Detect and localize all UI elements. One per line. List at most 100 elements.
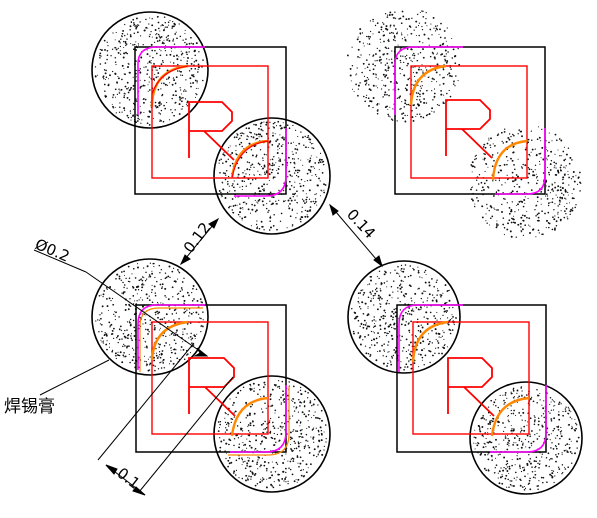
paste-dot bbox=[245, 202, 248, 205]
paste-dot bbox=[279, 425, 282, 428]
paste-dot bbox=[154, 292, 157, 294]
paste-dot bbox=[519, 437, 521, 440]
paste-dot bbox=[370, 279, 372, 282]
paste-dot bbox=[136, 300, 138, 302]
paste-dot bbox=[127, 265, 130, 268]
paste-dot bbox=[402, 112, 405, 115]
paste-dot bbox=[387, 333, 389, 335]
paste-dot bbox=[378, 277, 380, 280]
paste-dot bbox=[545, 227, 547, 229]
paste-dot bbox=[287, 420, 289, 423]
dim-label-diameter: Ø0.2 bbox=[32, 235, 72, 266]
paste-dot bbox=[119, 45, 122, 48]
paste-dot bbox=[262, 157, 264, 159]
paste-dot bbox=[179, 99, 181, 101]
paste-dot bbox=[523, 199, 526, 201]
paste-dot bbox=[190, 42, 192, 44]
paste-dot bbox=[505, 463, 508, 466]
paste-dot bbox=[120, 88, 123, 91]
paste-dot bbox=[408, 313, 411, 315]
dim-label-01: 0.1 bbox=[114, 464, 144, 493]
paste-dot bbox=[382, 317, 384, 320]
paste-dot bbox=[512, 180, 514, 183]
paste-dot bbox=[401, 101, 403, 103]
paste-dot bbox=[452, 316, 454, 318]
paste-dot bbox=[101, 330, 103, 333]
paste-dot bbox=[389, 106, 391, 108]
paste-dot bbox=[118, 40, 121, 43]
paste-dot bbox=[428, 281, 431, 284]
paste-dot bbox=[164, 272, 167, 274]
paste-dot bbox=[155, 69, 157, 71]
paste-dot bbox=[557, 170, 560, 173]
paste-dot bbox=[487, 431, 489, 433]
paste-dot bbox=[364, 345, 367, 347]
paste-dot bbox=[506, 397, 508, 399]
paste-dot bbox=[379, 296, 382, 299]
paste-dot bbox=[557, 211, 559, 214]
paste-dot bbox=[302, 459, 304, 462]
paste-dot bbox=[409, 331, 411, 333]
paste-dot bbox=[239, 207, 242, 210]
paste-dot bbox=[359, 28, 362, 31]
paste-dot bbox=[275, 441, 277, 444]
paste-dot bbox=[299, 462, 302, 465]
paste-dot bbox=[156, 357, 159, 359]
paste-dot bbox=[311, 147, 313, 149]
paste-dot bbox=[529, 155, 531, 157]
paste-dot bbox=[150, 59, 152, 62]
paste-dot bbox=[248, 440, 251, 443]
paste-dot bbox=[550, 447, 552, 449]
paste-dot bbox=[239, 137, 241, 140]
paste-dot bbox=[117, 51, 120, 54]
paste-dot bbox=[128, 63, 130, 65]
paste-dot bbox=[523, 429, 526, 432]
paste-dot bbox=[153, 80, 156, 82]
paste-dot bbox=[189, 352, 191, 354]
paste-dot bbox=[189, 335, 192, 338]
paste-dot bbox=[443, 55, 446, 58]
paste-dot bbox=[520, 387, 523, 389]
paste-dot bbox=[492, 143, 494, 145]
paste-dot bbox=[127, 87, 130, 89]
paste-dot bbox=[107, 45, 109, 47]
paste-dot bbox=[104, 72, 107, 75]
paste-dot bbox=[271, 474, 274, 477]
paste-dot bbox=[256, 463, 258, 465]
paste-dot bbox=[101, 312, 103, 314]
paste-dot bbox=[565, 213, 567, 215]
paste-dot bbox=[306, 172, 309, 175]
paste-dot bbox=[277, 478, 280, 481]
paste-dot bbox=[142, 337, 145, 340]
paste-dot bbox=[443, 310, 446, 313]
paste-dot bbox=[168, 344, 171, 346]
paste-dot bbox=[378, 270, 381, 272]
paste-dot bbox=[127, 337, 129, 339]
paste-dot bbox=[511, 201, 513, 203]
paste-dot bbox=[541, 425, 544, 428]
paste-dot bbox=[151, 272, 154, 275]
paste-dot bbox=[512, 389, 514, 391]
paste-dot bbox=[133, 23, 136, 26]
paste-dot bbox=[242, 444, 245, 446]
paste-dot bbox=[483, 153, 485, 155]
paste-dot bbox=[289, 415, 291, 417]
paste-dot bbox=[405, 18, 408, 21]
paste-dot bbox=[156, 280, 158, 283]
paste-dot bbox=[506, 202, 508, 204]
paste-dot bbox=[351, 65, 354, 67]
paste-dot bbox=[369, 291, 372, 294]
paste-dot bbox=[155, 33, 158, 35]
magenta-outline bbox=[495, 128, 546, 195]
paste-dot bbox=[555, 446, 557, 448]
paste-dot bbox=[435, 71, 438, 74]
paste-dot bbox=[451, 37, 453, 40]
paste-dot bbox=[520, 415, 522, 417]
paste-dot bbox=[268, 421, 271, 423]
paste-dot bbox=[202, 325, 204, 328]
paste-dot bbox=[380, 62, 382, 64]
paste-dot bbox=[422, 42, 424, 44]
paste-dot bbox=[257, 226, 259, 228]
paste-dot bbox=[427, 113, 429, 116]
paste-dot bbox=[254, 210, 257, 213]
